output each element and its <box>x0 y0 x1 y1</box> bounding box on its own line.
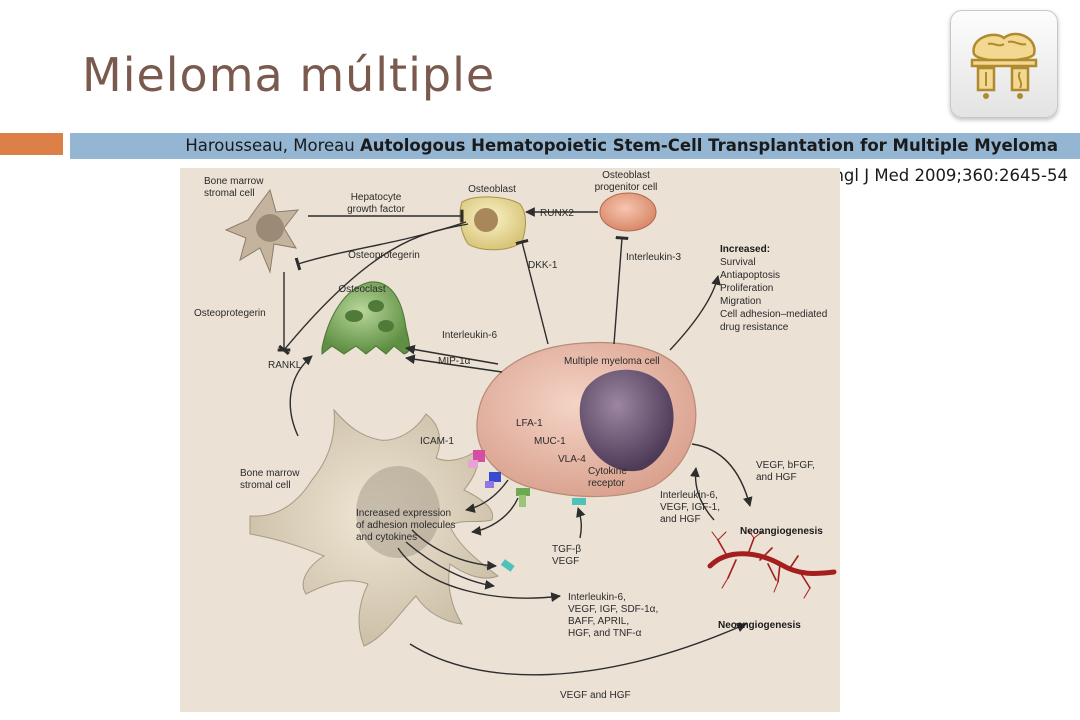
label-dkk1: DKK-1 <box>528 260 558 271</box>
label-lfa1: LFA-1 <box>516 418 543 429</box>
label-icam1: ICAM-1 <box>420 436 454 447</box>
label-il6-vegf-igf1: Interleukin-6,VEGF, IGF-1,and HGF <box>660 490 720 525</box>
label-rankl: RANKL <box>268 360 302 371</box>
receptor-cytokine <box>572 498 586 505</box>
myeloma-cell <box>476 341 697 498</box>
label-myeloma-cell: Multiple myeloma cell <box>564 356 660 367</box>
label-runx2: RUNX2 <box>540 208 574 219</box>
receptor-vla4 <box>516 488 530 507</box>
label-neoangiogenesis-bottom: Neoangiogenesis <box>718 620 801 631</box>
logo-badge <box>950 10 1058 118</box>
pathway-arrows <box>277 207 753 676</box>
osteoclast-cell <box>321 281 410 356</box>
label-mip1a: MIP-1α <box>438 356 471 367</box>
label-increased-item: Migration <box>720 296 761 307</box>
slide-title: Mieloma múltiple <box>82 48 496 102</box>
label-interleukin-3: Interleukin-3 <box>626 252 681 263</box>
receptor-icam1-lfa1 <box>468 450 485 468</box>
label-muc1: MUC-1 <box>534 436 566 447</box>
brain-microscope-icon <box>970 32 1038 99</box>
receptor-muc1 <box>485 472 501 488</box>
label-osteoprotegerin-top: Osteoprotegerin <box>348 250 420 261</box>
label-vla4: VLA-4 <box>558 454 586 465</box>
citation-article-title: Autologous Hematopoietic Stem-Cell Trans… <box>359 136 1058 155</box>
label-osteoblast: Osteoblast <box>468 184 516 195</box>
label-increased-item: Survival <box>720 257 756 268</box>
osteoblast-cell <box>459 196 526 251</box>
label-increased-item: Cell adhesion–mediated <box>720 309 827 320</box>
citation-journal: N Engl J Med 2009;360:2645-54 <box>805 166 1068 185</box>
label-increased-item: drug resistance <box>720 322 789 333</box>
label-osteoprotegerin-left: Osteoprotegerin <box>194 308 266 319</box>
accent-bar-orange <box>0 133 63 155</box>
citation-line: Harousseau, Moreau Autologous Hematopoie… <box>185 136 1058 155</box>
label-vegf-hgf-bottom: VEGF and HGF <box>560 690 631 701</box>
label-vegf-bfgf-hgf: VEGF, bFGF,and HGF <box>756 460 815 483</box>
bms-bottom-cell <box>249 408 500 647</box>
osteoblast-progenitor-cell <box>599 192 657 232</box>
label-neoangiogenesis-top: Neoangiogenesis <box>740 526 823 537</box>
neoangiogenesis-vessel <box>707 529 837 599</box>
label-cytokine-list: Interleukin-6,VEGF, IGF, SDF-1α,BAFF, AP… <box>568 592 658 639</box>
label-increased-item: Antiapoptosis <box>720 270 780 281</box>
label-osteoclast: Osteoclast <box>338 284 385 295</box>
label-interleukin-6: Interleukin-6 <box>442 330 497 341</box>
receptor-tgf <box>500 559 515 572</box>
label-increased-item: Proliferation <box>720 283 773 294</box>
citation-authors: Harousseau, Moreau <box>185 136 355 155</box>
bms-top-cell <box>224 188 300 274</box>
citation-bar <box>70 133 1080 159</box>
label-increased-heading: Increased: <box>720 244 770 255</box>
